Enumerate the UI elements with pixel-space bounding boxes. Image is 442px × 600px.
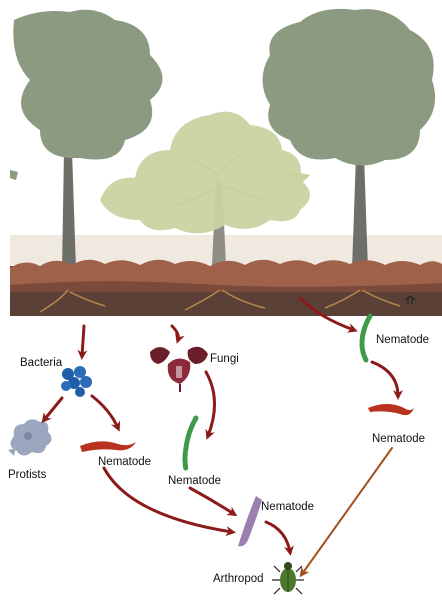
arthropod-icon <box>272 562 304 594</box>
label-protists: Protists <box>8 469 47 481</box>
arrow-root-to-bacteria <box>82 326 84 356</box>
nematode-icon <box>368 404 414 415</box>
label-nematode-predatory: Nematode <box>261 501 314 513</box>
soil-layer <box>10 260 442 316</box>
arrow-root-to-fungi <box>172 326 178 340</box>
nematode-icon <box>80 441 136 452</box>
forest-scene <box>10 9 442 316</box>
nematode-icon <box>362 316 370 360</box>
arrow-predator-to-arthropod <box>266 522 290 552</box>
label-arthropod: Arthropod <box>213 573 264 585</box>
label-nematode-bacterial: Nematode <box>98 456 151 468</box>
arrow-root-nematode-to-predator <box>372 362 398 396</box>
arrow-bacteria-to-nematode <box>92 396 118 428</box>
label-nematode-fungal: Nematode <box>168 475 221 487</box>
arrows <box>44 298 398 574</box>
arrow-predator-nematode-to-arthropod <box>302 448 392 574</box>
label-nematode-root-predator: Nematode <box>372 433 425 445</box>
label-nematode-root: Nematode <box>376 334 429 346</box>
nematode-icon <box>238 496 262 546</box>
bacteria-icon <box>61 366 92 397</box>
tree-icon <box>263 9 436 270</box>
arrow-fungal-nematode-to-predator <box>190 488 234 514</box>
arrow-fungi-to-nematode <box>206 372 215 436</box>
tree-icon <box>10 10 163 270</box>
label-bacteria: Bacteria <box>20 357 63 369</box>
label-fungi: Fungi <box>210 353 239 365</box>
nematode-icon <box>185 418 196 470</box>
arrow-bacteria-to-protists <box>44 398 62 420</box>
protist-icon <box>8 419 52 456</box>
fungi-icon <box>150 347 208 392</box>
